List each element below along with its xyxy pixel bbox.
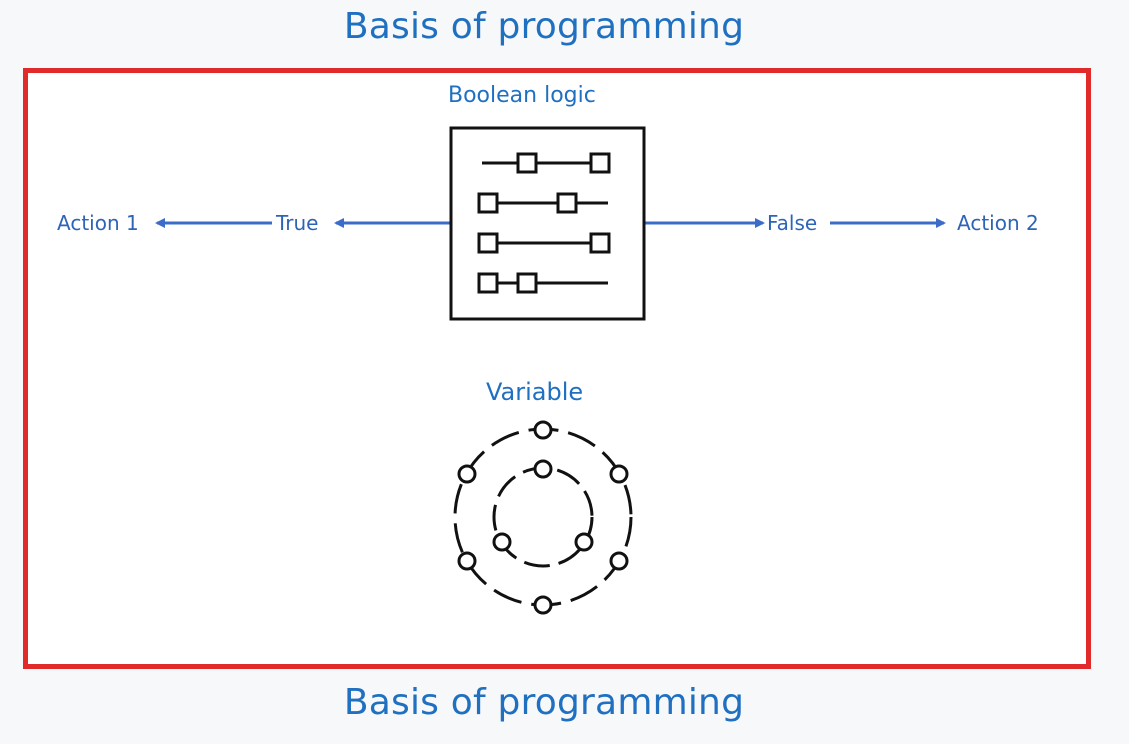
diagram-frame bbox=[23, 68, 1091, 669]
variable-label: Variable bbox=[486, 378, 584, 406]
page-title-top: Basis of programming bbox=[343, 6, 745, 47]
action-1-label: Action 1 bbox=[57, 211, 139, 235]
boolean-logic-label: Boolean logic bbox=[448, 83, 596, 108]
false-label: False bbox=[767, 211, 818, 235]
true-label: True bbox=[276, 211, 319, 235]
action-2-label: Action 2 bbox=[957, 211, 1039, 235]
page-title-bottom: Basis of programming bbox=[343, 682, 745, 723]
